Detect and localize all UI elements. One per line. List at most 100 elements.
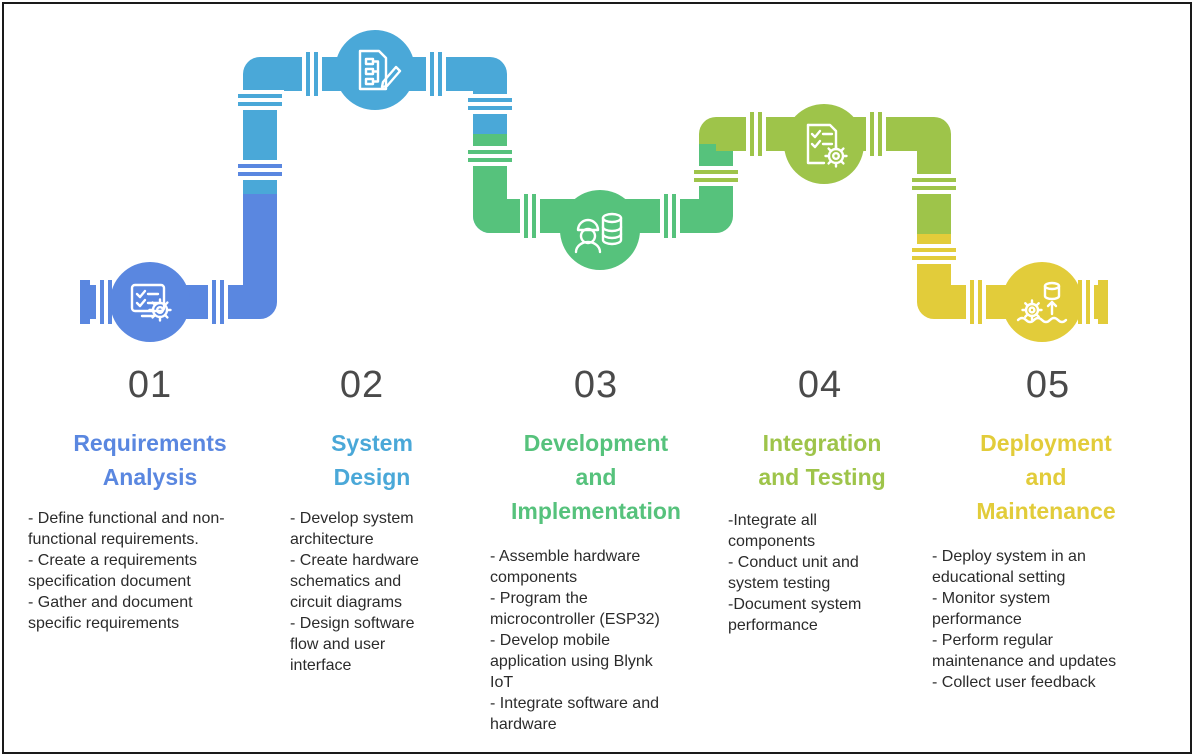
desc-line: - Program the [490, 590, 588, 607]
desc-line: -Integrate all [728, 512, 817, 529]
pipe-coupling-ring [1082, 278, 1086, 326]
gear-hub [831, 151, 840, 160]
gear-tooth [151, 313, 157, 319]
check-mark [810, 129, 822, 139]
pipe-coupling-ring [528, 192, 532, 240]
database-deploy-icon [1016, 281, 1068, 324]
pipe-coupling-ring [910, 244, 958, 248]
stage-title-02: System Design [252, 426, 492, 494]
desc-line: performance [728, 617, 818, 634]
pipe-coupling-ring [238, 164, 282, 168]
gear-hub [155, 305, 164, 314]
pipe-coupling-ring [912, 178, 956, 182]
pipe-coupling-ring [306, 52, 310, 96]
desc-line: architecture [290, 531, 374, 548]
pipe-coupling-ring [910, 260, 958, 264]
stage-number-03: 03 [573, 364, 619, 406]
pipe-coupling-ring [426, 50, 430, 98]
desc-line: - Perform regular [932, 632, 1053, 649]
pipe-coupling-ring [668, 192, 672, 240]
check-mark [135, 298, 147, 308]
document-icon [806, 123, 838, 150]
desc-line: flow and user [290, 636, 386, 653]
pipe-coupling-ring [978, 280, 982, 324]
stage-title-01: Requirements Analysis [30, 426, 270, 494]
title-line: Requirements [73, 430, 227, 456]
pipe-coupling-ring [100, 280, 104, 324]
check-mark [810, 139, 822, 149]
pipe-coupling-ring [750, 112, 754, 156]
desc-line: maintenance and updates [932, 653, 1117, 670]
pipe-coupling-ring [1086, 280, 1090, 324]
pipe-coupling-ring [238, 94, 282, 98]
pipe-coupling-ring [236, 90, 284, 94]
pipe-coupling-ring [466, 162, 514, 166]
flow-connector [371, 60, 380, 83]
pipe-coupling-ring [762, 110, 766, 158]
pipe-coupling-ring [974, 278, 978, 326]
desc-line: - Develop mobile [490, 632, 611, 649]
title-line: and Testing [758, 464, 886, 490]
stage-description-01: - Define functional and non- functional … [28, 508, 225, 634]
pipe-coupling-ring [434, 50, 438, 98]
pipe-coupling-ring [220, 280, 224, 324]
database-body [601, 216, 623, 246]
desc-line: schematics and [290, 573, 402, 590]
pipe-coupling-ring [912, 248, 956, 252]
desc-line: - Collect user feedback [932, 674, 1096, 691]
pipe-coupling-ring [1090, 278, 1094, 326]
desc-line: - Create a requirements [28, 552, 197, 569]
pipe-coupling-ring [96, 278, 100, 326]
pipe-coupling-ring [532, 194, 536, 238]
wave-icon [1016, 316, 1068, 324]
worker-database-icon [574, 212, 623, 254]
title-line: Design [333, 464, 411, 490]
pipe-coupling-ring [912, 186, 956, 190]
pipe-coupling-ring [302, 50, 306, 98]
gear-tooth [151, 301, 157, 307]
desc-line: - Create hardware [290, 552, 419, 569]
pipe-coupling-ring [746, 110, 750, 158]
document-icon [358, 49, 388, 91]
title-line: Analysis [102, 464, 198, 490]
desc-line: interface [290, 657, 352, 674]
pipe-coupling-ring [318, 50, 322, 98]
stage-description-02: - Develop system architecture - Create h… [290, 508, 419, 676]
pipe-coupling-ring [536, 192, 540, 240]
pipe-coupling-ring [438, 52, 442, 96]
pipe-coupling-ring [664, 194, 668, 238]
pipe-coupling-ring [672, 194, 676, 238]
pipe-coupling-ring [466, 102, 514, 106]
gear-hub [1028, 306, 1036, 314]
title-line: Implementation [511, 498, 681, 524]
desc-line: functional requirements. [28, 531, 199, 548]
title-line: Integration [762, 430, 882, 456]
stage-medallion [335, 30, 415, 110]
pipe-coupling-ring [874, 110, 878, 158]
desc-line: application using Blynk [490, 653, 653, 670]
pipe-coupling-ring [236, 176, 284, 180]
pipe-coupling-ring [754, 110, 758, 158]
pipe-coupling-ring [676, 192, 680, 240]
desc-line: hardware [490, 716, 557, 733]
pipe-coupling-ring [982, 278, 986, 326]
desc-line: specific requirements [28, 615, 180, 632]
pipe-coupling-ring [970, 280, 974, 324]
pipe-coupling-ring [692, 166, 740, 170]
pipe-coupling-ring [692, 174, 740, 178]
gear-tooth [163, 301, 169, 307]
title-line: Development [523, 430, 669, 456]
stage-description-05: - Deploy system in an educational settin… [932, 546, 1116, 693]
pipe-coupling-ring [310, 50, 314, 98]
title-line: Maintenance [976, 498, 1116, 524]
stage-title-04: Integration and Testing [702, 426, 942, 494]
desc-line: performance [932, 611, 1022, 628]
desc-line: educational setting [932, 569, 1066, 586]
stage-description-03: - Assemble hardware components - Program… [490, 546, 660, 735]
pipe-coupling-ring [468, 98, 512, 102]
desc-line: components [490, 569, 578, 586]
desc-line: - Monitor system [932, 590, 1051, 607]
pipe-coupling-ring [466, 146, 514, 150]
pipe-end-cap [80, 280, 90, 324]
desc-line: circuit diagrams [290, 594, 403, 611]
